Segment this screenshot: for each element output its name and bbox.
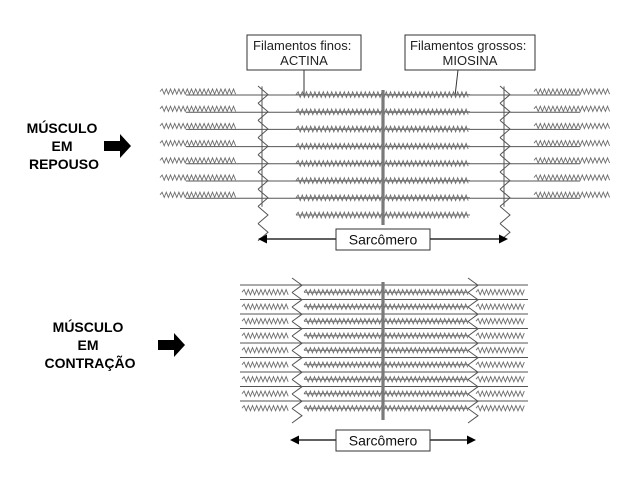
rest-myosin-filament [159, 156, 237, 165]
rest-myosin-filament [533, 190, 611, 199]
contraction-myosin-filament [303, 375, 469, 384]
arrow-right-icon [499, 234, 508, 244]
thin-callout-line-1: Filamentos finos: [253, 38, 351, 53]
rest-label-line-3: REPOUSO [29, 156, 99, 172]
thick-callout-line-2: MIOSINA [443, 53, 498, 68]
contraction-myosin-filament [303, 288, 469, 297]
rest-z-disc [257, 85, 269, 242]
contraction-myosin-filament [475, 375, 525, 384]
thin-filament-callout: Filamentos finos: ACTINA [253, 38, 355, 68]
contraction-myosin-filament [241, 331, 289, 340]
contraction-myosin-filament [241, 346, 289, 355]
thick-callout-pointer [454, 69, 459, 97]
rest-myosin-filament [533, 173, 611, 182]
contraction-z-disc [291, 277, 303, 424]
contraction-myosin-filament [303, 346, 469, 355]
contraction-myosin-filament [303, 404, 469, 413]
rest-z-disc [499, 85, 511, 242]
arrow-right-icon [104, 134, 131, 158]
rest-myosin-filament [159, 139, 237, 148]
contraction-myosin-filament [475, 331, 525, 340]
rest-myosin-filament [159, 122, 237, 130]
contraction-myosin-filament [241, 375, 289, 384]
contraction-myosin-filament [303, 302, 469, 311]
contraction-myosin-filament [241, 389, 289, 398]
contraction-myosin-filament [475, 404, 525, 413]
contraction-myosin-filament [241, 288, 289, 297]
arrow-right-icon [467, 435, 476, 445]
contraction-myosin-filament [241, 404, 289, 413]
contraction-myosin-filament [241, 317, 289, 326]
contraction-myosin-filament [241, 302, 289, 311]
rest-myosin-filament [159, 173, 237, 182]
arrow-left-icon [258, 234, 267, 244]
contraction-label-line-3: CONTRAÇÃO [45, 354, 136, 371]
thin-filament-callout-box [246, 34, 362, 71]
contraction-section: MÚSCULO EM CONTRAÇÃO Sarcômero [45, 277, 528, 452]
contraction-myosin-filament [303, 331, 469, 340]
contraction-label-line-2: EM [78, 337, 99, 353]
rest-sarcomere-box [335, 228, 431, 251]
rest-myosin-filament [533, 104, 611, 113]
contraction-label-line-1: MÚSCULO [53, 318, 124, 335]
contraction-myosin-filament [475, 302, 525, 311]
thick-callout-line-1: Filamentos grossos: [410, 38, 526, 53]
rest-myosin-filament [533, 122, 611, 130]
rest-myosin-filament [159, 190, 237, 199]
contraction-filaments [240, 277, 528, 424]
rest-myosin-filament [533, 156, 611, 165]
contraction-myosin-filament [475, 288, 525, 297]
contraction-myosin-filament [241, 360, 289, 369]
thick-filament-callout-box [404, 34, 536, 71]
rest-myosin-filament [533, 139, 611, 148]
contraction-myosin-filament [475, 346, 525, 355]
rest-label: MÚSCULO EM REPOUSO [27, 119, 102, 172]
thin-callout-line-2: ACTINA [280, 53, 328, 68]
rest-filaments [159, 85, 611, 242]
contraction-myosin-filament [303, 360, 469, 369]
contraction-myosin-filament [303, 389, 469, 398]
rest-myosin-filament [533, 87, 611, 96]
arrow-right-icon [158, 333, 185, 357]
thick-filament-callout: Filamentos grossos: MIOSINA [410, 38, 530, 68]
contraction-label: MÚSCULO EM CONTRAÇÃO [45, 318, 136, 371]
contraction-sarcomere-box [335, 429, 431, 452]
contraction-sarcomere-label: Sarcômero [349, 433, 418, 449]
rest-myosin-filament [159, 87, 237, 96]
contraction-myosin-filament [475, 389, 525, 398]
rest-label-line-2: EM [52, 138, 73, 154]
contraction-myosin-filament [475, 317, 525, 326]
contraction-myosin-filament [303, 317, 469, 326]
rest-section: MÚSCULO EM REPOUSO Filamentos finos: ACT… [27, 34, 611, 251]
rest-myosin-filament [159, 104, 237, 113]
contraction-z-disc [467, 277, 479, 424]
rest-sarcomere-label: Sarcômero [349, 232, 418, 248]
rest-label-line-1: MÚSCULO [27, 119, 98, 136]
arrow-left-icon [290, 435, 299, 445]
contraction-myosin-filament [475, 360, 525, 369]
